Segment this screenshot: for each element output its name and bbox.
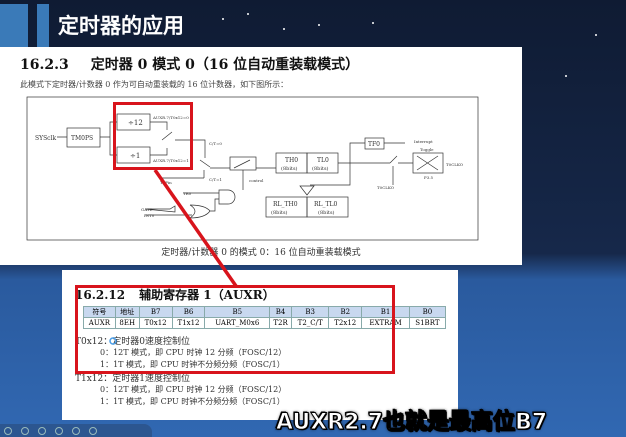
t0x12-option-1: 1：1T 模式，即 CPU 时钟不分频分频（FOSC/1）	[100, 360, 285, 369]
rl-th0-label: RL_TH0	[273, 201, 298, 208]
table-cell: EXTRAM	[361, 317, 410, 329]
section-title: 定时器 0 模式 0（16 位自动重装载模式）	[90, 57, 360, 73]
sysclk-label: SYSclk	[35, 135, 56, 142]
ct0-label: C/T=0	[209, 141, 222, 146]
header-cell: B0	[408, 306, 447, 318]
tl0-label: TL0	[317, 157, 329, 164]
t0pin-label: T0Pin	[160, 180, 172, 185]
title-decoration	[0, 4, 28, 50]
auxr0-label: AUXR.7/T0x12=0	[152, 115, 189, 120]
tf0-label: TF0	[368, 141, 380, 148]
figure-caption: 定时器/计数器 0 的模式 0：16 位自动重装载模式	[161, 248, 361, 258]
table-cell: S1BRT	[408, 317, 447, 329]
interrupt-label: Interrupt	[414, 139, 433, 144]
toolbar-icon[interactable]	[38, 426, 46, 435]
section-heading: 16.2.3 定时器 0 模式 0（16 位自动重装载模式）	[20, 54, 359, 74]
t1x12-option-0: 0：12T 模式，即 CPU 时钟 12 分频（FOSC/12）	[100, 385, 287, 394]
t0clko-label: T0CLKO	[446, 162, 464, 167]
section-number: 16.2.12	[75, 288, 126, 302]
tm0ps-label: TM0PS	[71, 135, 93, 142]
bits-label: (8bits)	[312, 165, 329, 172]
rl-tl0-label: RL_TL0	[314, 201, 337, 208]
toolbar-icon[interactable]	[21, 426, 29, 435]
slide-title: 定时器的应用	[58, 14, 184, 38]
toolbar-icon[interactable]	[89, 426, 97, 435]
star	[372, 22, 374, 24]
star	[565, 75, 567, 77]
bits-label: (8bits)	[271, 209, 288, 216]
star	[595, 34, 597, 36]
t0x12-description: T0x12：定时器0速度控制位	[75, 337, 190, 347]
tm0ps-box	[66, 127, 101, 148]
div12-label: ÷12	[128, 119, 143, 127]
table-cell: T2x12	[328, 317, 363, 329]
bits-label: (8bits)	[318, 209, 335, 216]
rl-tl0-box	[306, 196, 349, 218]
datasheet-page-mode0: 16.2.3 定时器 0 模式 0（16 位自动重装载模式） 此模式下定时器/计数…	[0, 47, 522, 265]
video-subtitle: AUXR2.7也就是最高位B7	[275, 410, 548, 436]
star	[247, 13, 249, 15]
section-description: 此模式下定时器/计数器 0 作为可自动重装载的 16 位计数器，如下图所示：	[20, 80, 289, 89]
t0clko-enable-label: T0CLKO	[377, 185, 395, 190]
gate-label: GATE	[141, 207, 153, 212]
table-cell: T2_C/T	[291, 317, 330, 329]
star	[222, 18, 224, 20]
toolbar-icon[interactable]	[55, 426, 63, 435]
div1-label: ÷1	[130, 152, 140, 160]
title-decoration	[37, 4, 49, 50]
ct1-label: C/T=1	[209, 177, 222, 182]
player-toolbar[interactable]	[0, 424, 152, 437]
t1x12-description: T1x12：定时器1速度控制位	[75, 374, 190, 384]
table-cell: UART_M0x6	[204, 317, 271, 329]
section-title: 辅助寄存器 1（AUXR）	[139, 288, 275, 302]
toolbar-icon[interactable]	[72, 426, 80, 435]
highlight-box-prescaler	[113, 102, 193, 170]
tf0-box	[364, 137, 385, 150]
t1x12-option-1: 1：1T 模式，即 CPU 时钟不分频分频（FOSC/1）	[100, 397, 285, 406]
control-label: control	[249, 178, 264, 183]
diagram-frame	[26, 96, 479, 241]
th0-label: TH0	[285, 157, 298, 164]
tr0-label: TR0	[183, 191, 192, 196]
section-heading: 16.2.12 辅助寄存器 1（AUXR）	[75, 286, 275, 303]
highlight-box-auxr	[75, 285, 395, 374]
star	[318, 24, 320, 26]
int0-label: INT0	[144, 213, 155, 218]
p35-label: P3.5	[424, 175, 434, 180]
toolbar-icon[interactable]	[4, 426, 12, 435]
table-cell: T0x12	[138, 317, 173, 329]
t0x12-option-0: 0：12T 模式，即 CPU 时钟 12 分频（FOSC/12）	[100, 348, 287, 357]
table-cell: T1x12	[171, 317, 206, 329]
bits-label: (8bits)	[281, 165, 298, 172]
section-number: 16.2.3	[20, 57, 69, 73]
toggle-label: Toggle	[420, 147, 434, 152]
auxr1-label: AUXR.7/T0x12=1	[152, 158, 189, 163]
star	[283, 28, 285, 30]
